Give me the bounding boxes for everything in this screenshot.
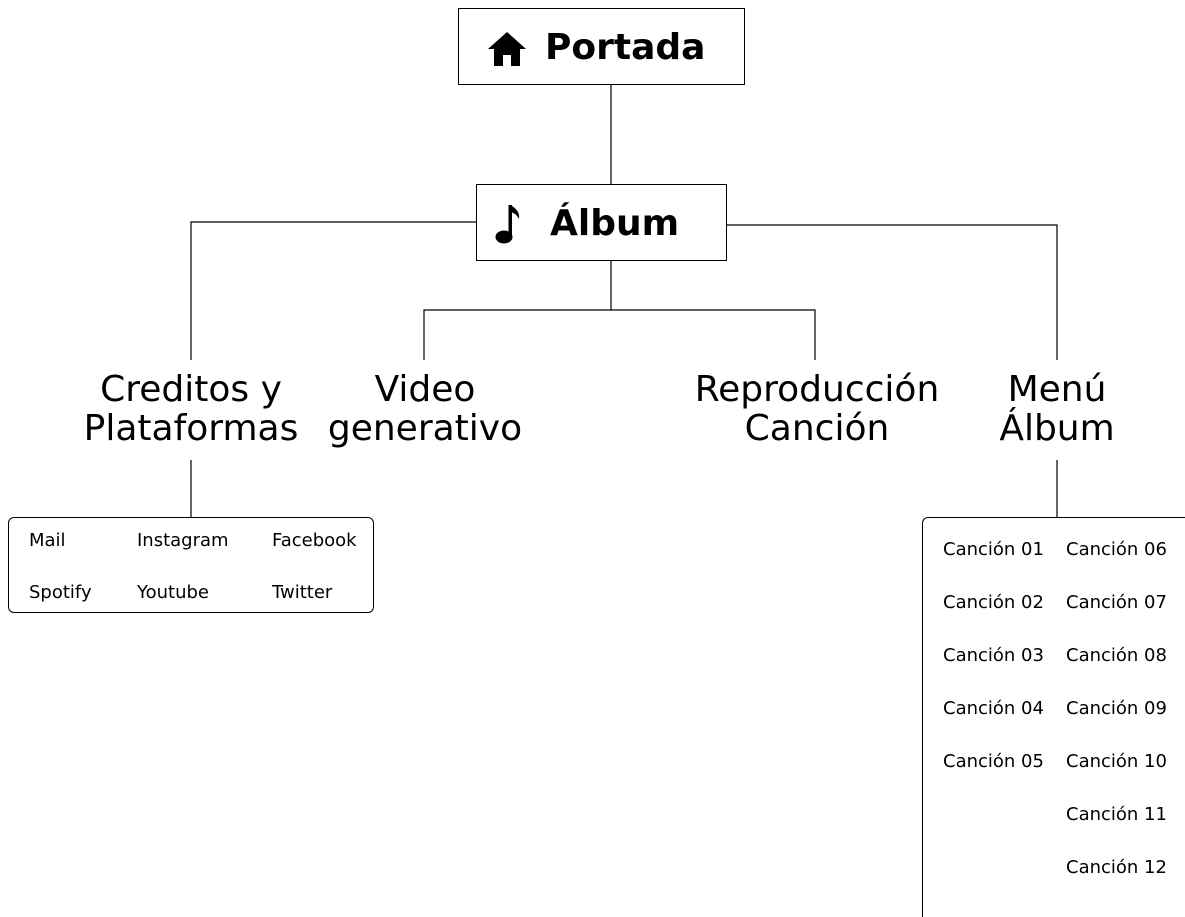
video-node: Video generativo bbox=[305, 370, 545, 448]
platform-item: Spotify bbox=[29, 582, 92, 603]
menu-node: Menú Álbum bbox=[977, 370, 1137, 448]
song-item: Canción 01 bbox=[943, 539, 1044, 560]
platform-item: Twitter bbox=[272, 582, 333, 603]
song-item: Canción 12 bbox=[1066, 857, 1167, 878]
album-node: Álbum bbox=[476, 184, 727, 261]
song-item: Canción 02 bbox=[943, 592, 1044, 613]
reproduccion-line2: Canción bbox=[744, 408, 890, 449]
reproduccion-node: Reproducción Canción bbox=[667, 370, 967, 448]
songs-panel: Canción 01 Canción 02 Canción 03 Canción… bbox=[922, 517, 1185, 917]
song-item: Canción 07 bbox=[1066, 592, 1167, 613]
menu-line1: Menú bbox=[1007, 369, 1107, 410]
song-item: Canción 04 bbox=[943, 698, 1044, 719]
connector-album-reproduccion bbox=[611, 309, 816, 360]
portada-title: Portada bbox=[545, 27, 706, 68]
music-note-icon bbox=[495, 205, 520, 244]
platforms-panel: Mail Instagram Facebook Spotify Youtube … bbox=[8, 517, 374, 613]
platform-item: Mail bbox=[29, 530, 66, 551]
video-line1: Video bbox=[374, 369, 476, 410]
creditos-node: Creditos y Plataformas bbox=[40, 370, 342, 448]
creditos-line1: Creditos y bbox=[100, 369, 282, 410]
connector-album-video bbox=[423, 261, 612, 360]
album-title: Álbum bbox=[550, 203, 680, 244]
song-item: Canción 08 bbox=[1066, 645, 1167, 666]
song-item: Canción 06 bbox=[1066, 539, 1167, 560]
song-item: Canción 09 bbox=[1066, 698, 1167, 719]
song-item: Canción 11 bbox=[1066, 804, 1167, 825]
creditos-line2: Plataformas bbox=[83, 408, 299, 449]
video-line2: generativo bbox=[327, 408, 523, 449]
platform-item: Youtube bbox=[137, 582, 209, 603]
platform-item: Facebook bbox=[272, 530, 357, 551]
platform-item: Instagram bbox=[137, 530, 229, 551]
portada-node: Portada bbox=[458, 8, 745, 85]
menu-line2: Álbum bbox=[999, 408, 1115, 449]
connector-album-creditos bbox=[190, 221, 476, 360]
song-item: Canción 10 bbox=[1066, 751, 1167, 772]
song-item: Canción 03 bbox=[943, 645, 1044, 666]
connector-album-menu bbox=[727, 224, 1058, 360]
song-item: Canción 05 bbox=[943, 751, 1044, 772]
reproduccion-line1: Reproducción bbox=[694, 369, 940, 410]
home-icon bbox=[488, 32, 526, 66]
